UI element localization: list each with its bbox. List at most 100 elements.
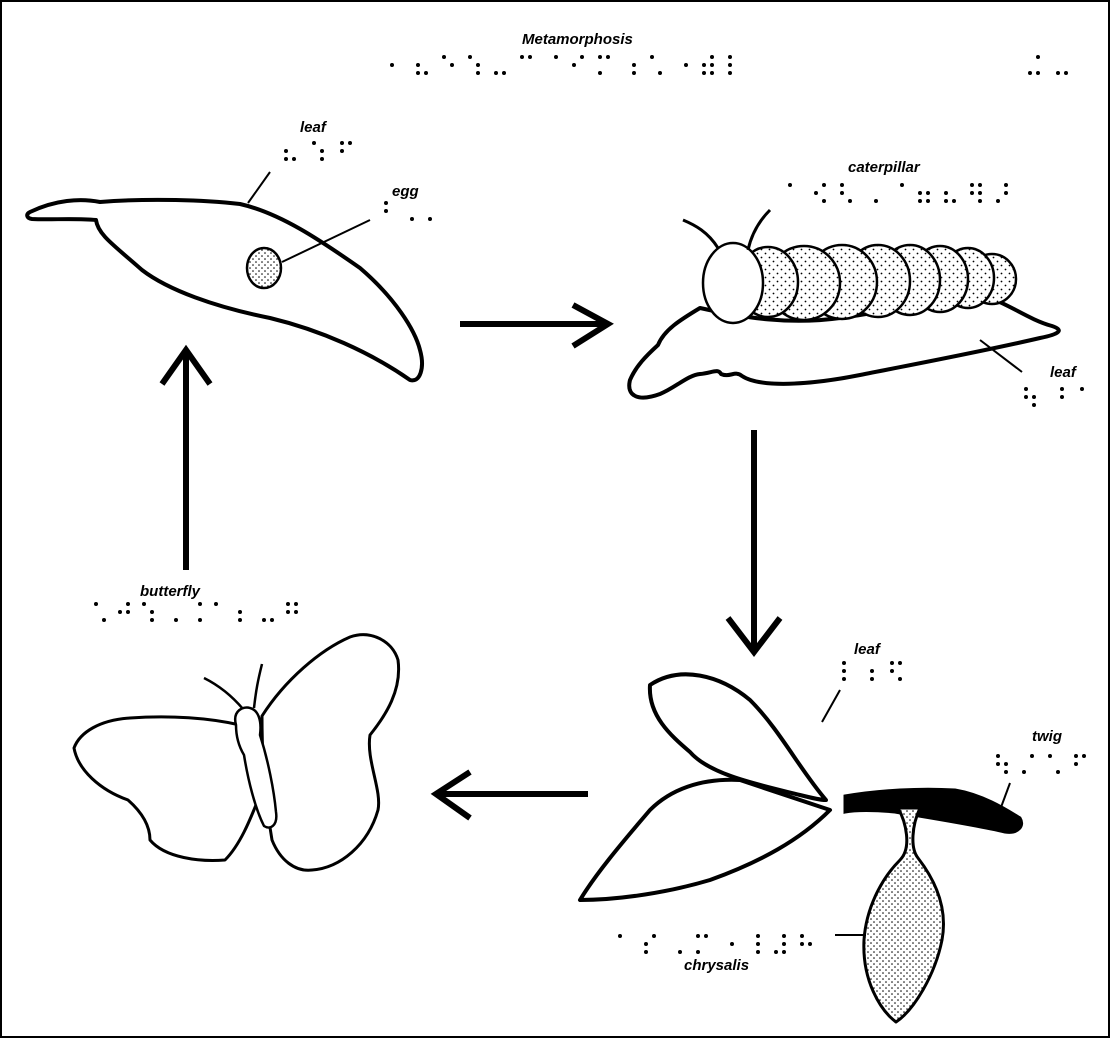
- braille-dot: [476, 71, 480, 75]
- braille-dot: [970, 183, 974, 187]
- butterfly-label: butterfly: [140, 583, 201, 600]
- braille-dot: [1060, 387, 1064, 391]
- braille-dot: [384, 209, 388, 213]
- caterpillar-stage: caterpillar leaf: [629, 159, 1078, 398]
- braille-dot: [1004, 762, 1008, 766]
- braille-dot: [632, 71, 636, 75]
- braille-dot: [390, 63, 394, 67]
- braille-dot: [944, 191, 948, 195]
- arrow-caterpillar-to-chrysalis: [728, 430, 780, 652]
- braille-dot: [710, 63, 714, 67]
- diagram-title: Metamorphosis: [522, 31, 633, 48]
- braille-dot: [890, 669, 894, 673]
- chrysalis-leaf-leader-line: [822, 690, 840, 722]
- braille-dot: [918, 199, 922, 203]
- braille-dot: [978, 183, 982, 187]
- egg-label: egg: [392, 183, 419, 200]
- braille-dot: [782, 942, 786, 946]
- braille-dot: [286, 602, 290, 606]
- braille-dot: [142, 602, 146, 606]
- braille-dot: [198, 602, 202, 606]
- braille-dot: [292, 157, 296, 161]
- chrysalis-icon: [864, 808, 944, 1022]
- braille-dot: [520, 55, 524, 59]
- braille-dot: [312, 141, 316, 145]
- braille-dot: [952, 199, 956, 203]
- braille-dot: [890, 661, 894, 665]
- braille-dot: [468, 55, 472, 59]
- braille-dot: [774, 950, 778, 954]
- braille-dot: [1024, 387, 1028, 391]
- braille-dot: [704, 934, 708, 938]
- braille-dot: [94, 602, 98, 606]
- braille-dot: [262, 618, 266, 622]
- braille-dot: [996, 199, 1000, 203]
- braille-dot: [800, 942, 804, 946]
- arrow-chrysalis-to-butterfly: [436, 772, 588, 818]
- braille-dot: [214, 602, 218, 606]
- braille-dot: [898, 661, 902, 665]
- arrow-butterfly-to-egg: [162, 350, 210, 570]
- braille-dot: [348, 141, 352, 145]
- braille-dot: [702, 63, 706, 67]
- braille-dot: [756, 950, 760, 954]
- egg-leaf: [27, 200, 422, 381]
- braille-dot: [756, 942, 760, 946]
- braille-dot: [174, 618, 178, 622]
- braille-dot: [822, 199, 826, 203]
- braille-dot: [1030, 754, 1034, 758]
- braille-dot: [800, 934, 804, 938]
- braille-dot: [632, 63, 636, 67]
- braille-dot: [580, 55, 584, 59]
- braille-dot: [340, 141, 344, 145]
- braille-dot: [900, 183, 904, 187]
- braille-dot: [898, 677, 902, 681]
- braille-dot: [1064, 71, 1068, 75]
- braille-dot: [650, 55, 654, 59]
- braille-dot: [996, 754, 1000, 758]
- butterfly-stage: butterfly: [74, 583, 399, 870]
- braille-dot: [728, 71, 732, 75]
- braille-dot: [870, 669, 874, 673]
- egg-icon: [247, 248, 281, 288]
- braille-dot: [926, 199, 930, 203]
- braille-dot: [416, 63, 420, 67]
- braille-dot: [842, 669, 846, 673]
- braille-dot: [782, 950, 786, 954]
- braille-dot: [442, 55, 446, 59]
- braille-dot: [118, 610, 122, 614]
- braille-dot: [428, 217, 432, 221]
- braille-dot: [606, 55, 610, 59]
- braille-dot: [1032, 403, 1036, 407]
- braille-chrysalis: [618, 934, 812, 954]
- braille-dot: [494, 71, 498, 75]
- egg-leaf-label: leaf: [300, 119, 328, 136]
- braille-dot: [618, 934, 622, 938]
- braille-dot: [808, 942, 812, 946]
- caterpillar-antenna: [683, 220, 718, 248]
- braille-title-page: [1028, 55, 1068, 75]
- braille-egg-leaf: [284, 141, 352, 161]
- caterpillar-label: caterpillar: [848, 159, 921, 176]
- twig-icon: [845, 789, 1022, 832]
- braille-dot: [1060, 395, 1064, 399]
- braille-dot: [450, 63, 454, 67]
- braille-dot: [728, 63, 732, 67]
- braille-dot: [978, 191, 982, 195]
- braille-butterfly: [94, 602, 298, 622]
- braille-dot: [554, 55, 558, 59]
- braille-dot: [340, 149, 344, 153]
- braille-title: [390, 55, 732, 75]
- braille-dot: [286, 610, 290, 614]
- chrysalis-leaf-label: leaf: [854, 641, 882, 658]
- braille-dot: [1074, 754, 1078, 758]
- braille-dot: [424, 71, 428, 75]
- braille-dot: [814, 191, 818, 195]
- braille-dot: [870, 677, 874, 681]
- braille-dot: [842, 677, 846, 681]
- braille-dot: [652, 934, 656, 938]
- braille-dot: [126, 610, 130, 614]
- braille-dot: [1056, 71, 1060, 75]
